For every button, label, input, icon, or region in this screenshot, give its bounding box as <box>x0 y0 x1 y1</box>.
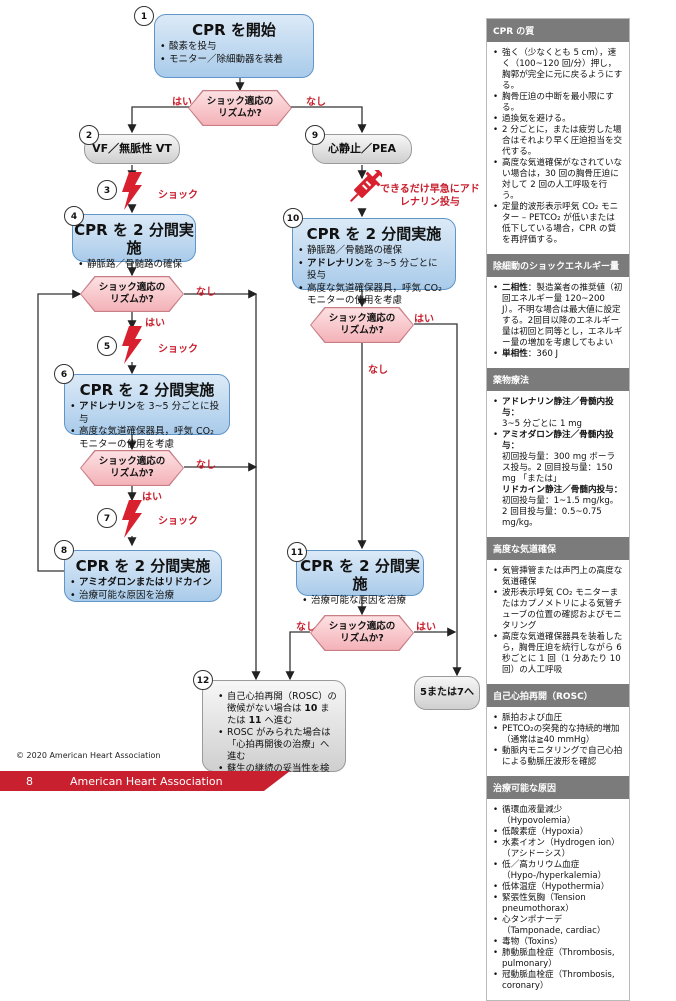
flow-connectors <box>37 78 462 681</box>
arrow-no-to-9 <box>283 106 367 134</box>
label-no: なし <box>196 460 216 471</box>
step-number-5: 5 <box>97 336 117 356</box>
sidebar-heading-advanced-airway: 高度な気道確保 <box>487 537 629 560</box>
step-2-vf-pvt: VF／無脈性 VT <box>84 134 180 164</box>
shock-label: ショック <box>158 190 198 201</box>
step-11-cpr-2min: CPR を 2 分間実施 治療可能な原因を治療 <box>296 550 424 607</box>
goto-5-or-7: 5または7へ <box>414 676 480 710</box>
footer-bar <box>0 771 290 791</box>
sidebar-heading-reversible-causes: 治療可能な原因 <box>487 776 629 799</box>
shock-bolt-icon <box>122 172 142 210</box>
arrow-yes-to-2 <box>127 106 197 134</box>
label-no: なし <box>196 287 216 298</box>
step-1-start-cpr: CPR を開始 酸素を投与 モニター／除細動器を装着 <box>154 14 314 78</box>
step-number-12: 12 <box>193 670 213 690</box>
step-number-7: 7 <box>97 508 117 528</box>
decision-shockable-rhythm-e: ショック適応のリズムか? <box>310 615 414 651</box>
syringe-icon <box>349 170 382 203</box>
copyright: © 2020 American Heart Association <box>16 751 161 760</box>
step-8-cpr-2min: CPR を 2 分間実施 アミオダロンまたはリドカイン 治療可能な原因を治療 <box>64 550 222 602</box>
step-9-asystole-pea: 心静止／PEA <box>312 134 412 164</box>
step-number-2: 2 <box>79 125 99 145</box>
syringe-label: できるだけ早急にアドレナリン投与 <box>380 184 480 208</box>
shock-label: ショック <box>158 344 198 355</box>
decision-shockable-rhythm-a: ショック適応のリズムか? <box>188 90 292 126</box>
step-4-cpr-2min: CPR を 2 分間実施 静脈路／骨髄路の確保 <box>72 214 196 271</box>
label-yes: はい <box>172 97 192 108</box>
footer-org-name: American Heart Association <box>70 775 223 788</box>
shock-bolt-icon <box>122 500 142 538</box>
label-no: なし <box>368 365 388 376</box>
step-number-8: 8 <box>54 540 74 560</box>
sidebar-reference-panel: CPR の質 強く（少なくとも 5 cm），速く（100~120 回/分）押し，… <box>486 18 630 1001</box>
sidebar-heading-cpr-quality: CPR の質 <box>487 19 629 42</box>
step-1-title: CPR を開始 <box>192 21 276 39</box>
sidebar-heading-shock-energy: 除細動のショックエネルギー量 <box>487 254 629 277</box>
step-6-cpr-2min: CPR を 2 分間実施 アドレナリンを 3~5 分ごとに投与 高度な気道確保器… <box>64 374 230 450</box>
decision-shockable-rhythm-d: ショック適応のリズムか? <box>310 307 414 343</box>
step-12-rosc-check: 自己心拍再開（ROSC）の徴候がない場合は 10 または 11 へ進む ROSC… <box>202 680 346 786</box>
shock-label: ショック <box>158 516 198 527</box>
sidebar-heading-drug-therapy: 薬物療法 <box>487 368 629 391</box>
step-number-3: 3 <box>97 180 117 200</box>
step-number-4: 4 <box>64 206 84 226</box>
label-yes: はい <box>414 314 434 325</box>
step-number-1: 1 <box>134 6 154 26</box>
step-number-6: 6 <box>54 364 74 384</box>
label-yes: はい <box>416 622 436 633</box>
step-number-10: 10 <box>283 208 303 228</box>
sidebar-heading-rosc: 自己心拍再開（ROSC） <box>487 684 629 707</box>
label-no: なし <box>306 97 326 108</box>
label-yes: はい <box>142 492 162 503</box>
label-yes: はい <box>145 318 165 329</box>
label-no: なし <box>296 622 316 633</box>
decision-shockable-rhythm-c: ショック適応のリズムか? <box>80 450 184 486</box>
decision-shockable-rhythm-b: ショック適応のリズムか? <box>80 276 184 312</box>
step-number-11: 11 <box>287 542 307 562</box>
step-2-text: VF／無脈性 VT <box>92 142 172 155</box>
step-number-9: 9 <box>305 125 325 145</box>
step-10-cpr-2min: CPR を 2 分間実施 静脈路／骨髄路の確保 アドレナリンを 3~5 分ごとに… <box>292 218 456 306</box>
step-1-bullet: モニター／除細動器を装着 <box>160 54 305 67</box>
step-1-bullet: 酸素を投与 <box>160 41 305 54</box>
page-number: 8 <box>26 775 33 788</box>
shock-bolt-icon <box>122 326 142 364</box>
